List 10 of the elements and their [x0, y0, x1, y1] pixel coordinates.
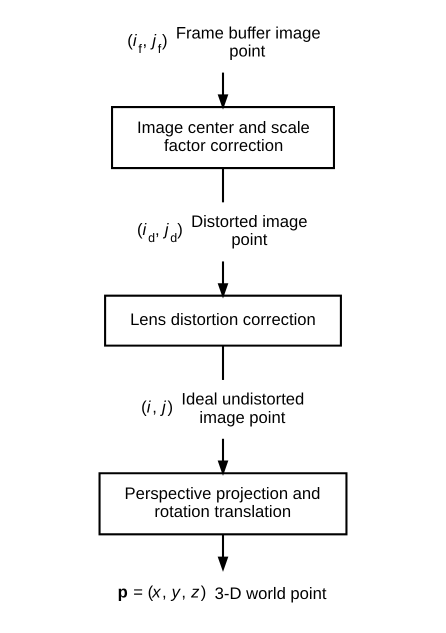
arrow: [218, 438, 228, 476]
node-box: Lens distortion correction: [104, 294, 342, 347]
node-box: Image center and scale factor correction: [111, 106, 336, 170]
connector: [222, 346, 224, 380]
arrow: [218, 534, 228, 572]
connector: [222, 168, 224, 202]
node-text: p = (x, y, z) 3-D world point: [118, 582, 326, 603]
arrow: [218, 261, 228, 299]
arrow: [218, 72, 228, 110]
node-box: Perspective projection and rotation translation: [98, 472, 348, 536]
